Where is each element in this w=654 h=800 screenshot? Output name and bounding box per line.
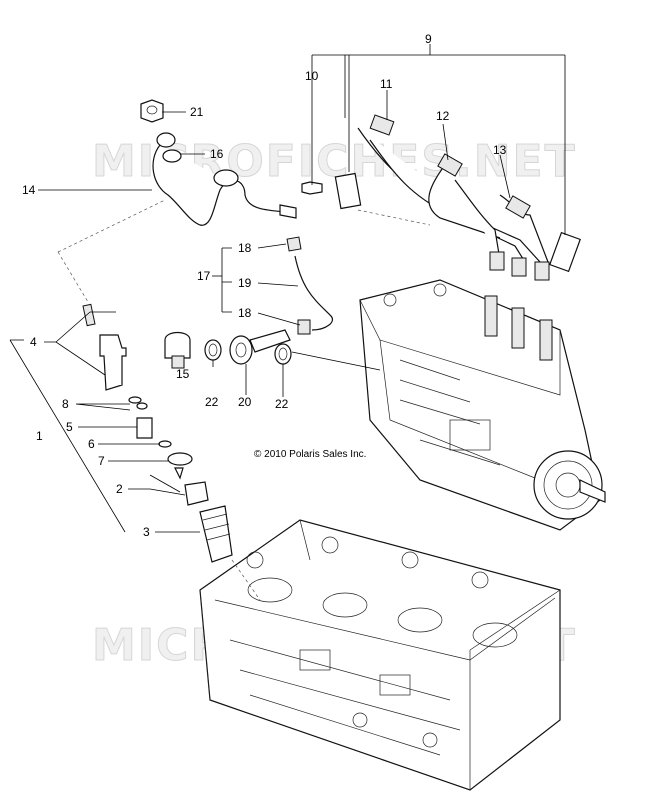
callout-14: 14 bbox=[22, 183, 36, 197]
callouts: 9 10 11 12 13 21 16 14 18 17 19 18 15 22… bbox=[22, 32, 507, 539]
copyright-notice: © 2010 Polaris Sales Inc. bbox=[254, 449, 366, 460]
callout-12: 12 bbox=[436, 109, 450, 123]
callout-10: 10 bbox=[305, 69, 319, 83]
callout-11: 11 bbox=[380, 77, 393, 91]
leak-off-pipe bbox=[140, 99, 297, 226]
injection-pipes bbox=[301, 114, 581, 281]
cylinder-head bbox=[199, 519, 561, 791]
callout-18a: 18 bbox=[238, 241, 252, 255]
leader-lines bbox=[9, 44, 566, 601]
callout-16: 16 bbox=[210, 147, 224, 161]
callout-7: 7 bbox=[98, 454, 105, 468]
callout-2: 2 bbox=[116, 482, 123, 496]
callout-4: 4 bbox=[30, 335, 37, 349]
callout-9: 9 bbox=[425, 32, 432, 46]
callout-13: 13 bbox=[493, 143, 507, 157]
injection-pump bbox=[359, 279, 606, 531]
callout-3: 3 bbox=[143, 525, 150, 539]
callout-21: 21 bbox=[190, 105, 204, 119]
callout-19: 19 bbox=[238, 276, 252, 290]
callout-22a: 22 bbox=[205, 395, 219, 409]
callout-6: 6 bbox=[88, 437, 95, 451]
callout-17: 17 bbox=[197, 269, 211, 283]
injection-nozzle-stack bbox=[82, 303, 233, 563]
callout-5: 5 bbox=[66, 420, 73, 434]
callout-1: 1 bbox=[36, 429, 43, 443]
banjo-fittings bbox=[164, 329, 292, 369]
callout-22b: 22 bbox=[275, 397, 289, 411]
callout-8: 8 bbox=[62, 397, 69, 411]
callout-18b: 18 bbox=[238, 306, 252, 320]
return-hose bbox=[286, 236, 333, 335]
callout-15: 15 bbox=[176, 367, 190, 381]
callout-20: 20 bbox=[238, 395, 252, 409]
